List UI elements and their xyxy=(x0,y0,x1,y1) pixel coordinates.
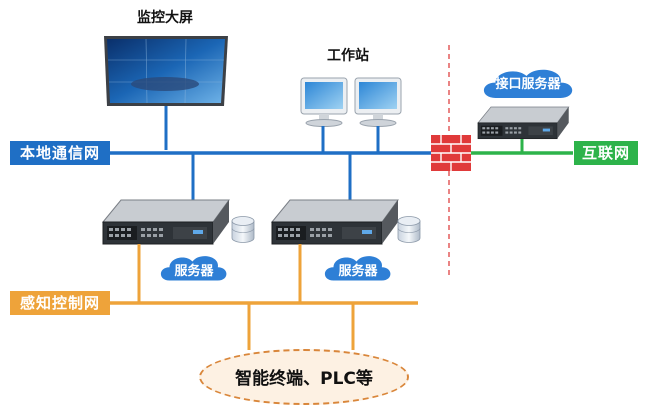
server-icon xyxy=(477,106,570,140)
monitor-wall-label: 监控大屏 xyxy=(137,10,193,26)
firewall-icon xyxy=(431,135,471,171)
monitor-wall-icon xyxy=(104,36,228,150)
internet-label: 互联网 xyxy=(574,141,638,165)
database-icon xyxy=(231,216,255,243)
workstation-label: 工作站 xyxy=(327,48,369,64)
server-icon xyxy=(271,199,399,245)
server-icon xyxy=(102,199,230,245)
devices-group: 智能终端、PLC等 xyxy=(199,349,409,405)
interface-server-label: 接口服务器 xyxy=(495,77,561,92)
control-network-label: 感知控制网 xyxy=(10,291,110,315)
devices-label: 智能终端、PLC等 xyxy=(235,369,373,389)
workstation-icon xyxy=(300,77,348,127)
server-label-2: 服务器 xyxy=(338,264,378,279)
workstation-icon xyxy=(354,77,402,127)
local-network-label: 本地通信网 xyxy=(10,141,110,165)
database-icon xyxy=(397,216,421,243)
server-label-1: 服务器 xyxy=(174,264,214,279)
